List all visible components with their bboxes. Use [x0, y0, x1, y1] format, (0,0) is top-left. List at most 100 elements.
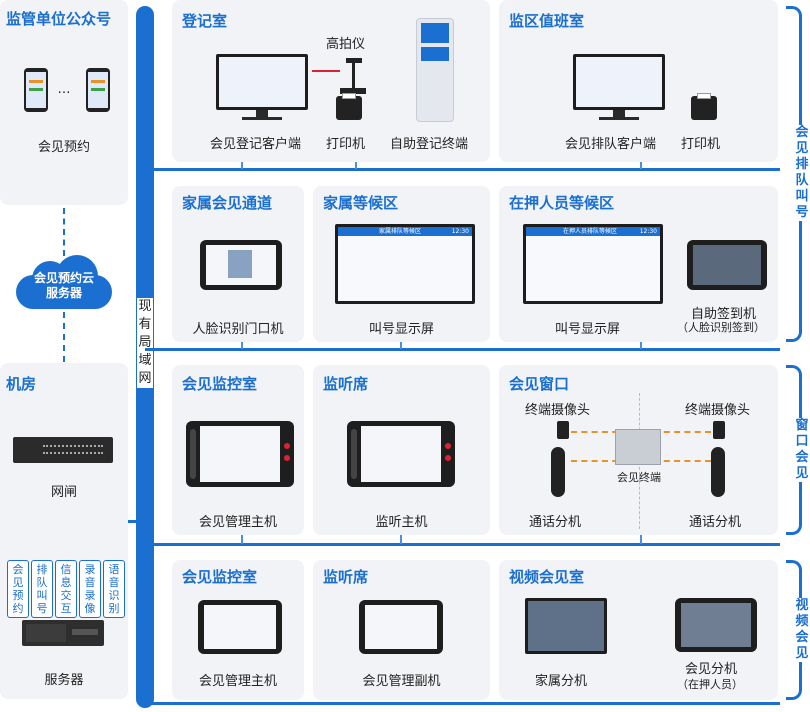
screen-time: 12:30 — [451, 228, 469, 235]
doc-camera-icon — [340, 58, 366, 94]
service-box: 录音录像 — [79, 560, 101, 618]
monitor-icon — [216, 54, 308, 110]
service-box: 语音识别 — [103, 560, 125, 618]
video-room-title: 视频会见室 — [509, 568, 585, 586]
video-monitor-title: 会见监控室 — [182, 568, 258, 586]
phone-left-label: 通话分机 — [529, 515, 582, 530]
family-channel-title: 家属会见通道 — [182, 194, 273, 212]
gateway-icon — [13, 437, 113, 463]
server-icon — [22, 620, 104, 646]
face-terminal-icon — [200, 240, 282, 290]
video-room-panel: 视频会见室 家属分机 会见分机 （在押人员） — [499, 560, 778, 700]
listening-title: 监听席 — [323, 375, 369, 393]
dashed-link — [63, 208, 65, 256]
phone-icon — [24, 68, 48, 112]
meeting-window-title: 会见窗口 — [509, 375, 570, 393]
printer-icon — [691, 93, 717, 120]
wechat-title: 监管单位公众号 — [6, 10, 112, 28]
inmate-terminal-label: 会见分机 — [685, 662, 738, 677]
reg-client-label: 会见登记客户端 — [210, 137, 302, 152]
listening-host-label: 监听主机 — [375, 515, 428, 530]
screen-time: 12:30 — [639, 228, 657, 235]
kiosk-icon — [416, 18, 454, 122]
printer-icon — [336, 93, 362, 120]
video-host-label: 会见管理主机 — [198, 674, 277, 689]
video-monitor-panel: 会见监控室 会见管理主机 — [172, 560, 304, 700]
duty-client-label: 会见排队客户端 — [565, 137, 657, 152]
checkin-kiosk-icon — [687, 240, 767, 290]
reg-kiosk-label: 自助登记终端 — [390, 137, 469, 152]
family-terminal-label: 家属分机 — [535, 674, 588, 689]
listening-host-icon — [347, 421, 455, 487]
bus-line — [145, 348, 780, 351]
screen-title: 在押人员排队等候区 — [563, 228, 618, 235]
phone-handset-icon — [711, 447, 725, 497]
face-terminal-label: 人脸识别门口机 — [192, 322, 284, 337]
video-sub-host-icon — [359, 600, 443, 654]
monitor-icon — [573, 54, 665, 110]
group-label: 视频会见 — [794, 598, 810, 662]
inmate-terminal-icon — [675, 598, 757, 652]
inmate-terminal-sub: （在押人员） — [677, 678, 743, 691]
duty-room-panel: 监区值班室 会见排队客户端 打印机 — [499, 0, 778, 162]
server-label: 服务器 — [44, 673, 84, 688]
family-call-screen-label: 叫号显示屏 — [368, 322, 434, 337]
monitor-room-panel: 会见监控室 会见管理主机 — [172, 365, 304, 535]
family-wait-panel: 家属等候区 家属排队等候区 12:30 叫号显示屏 — [313, 186, 490, 342]
family-wait-title: 家属等候区 — [323, 194, 399, 212]
wechat-panel: 监管单位公众号 … 会见预约 — [0, 0, 128, 205]
family-terminal-icon — [525, 598, 607, 654]
camera-left-label: 终端摄像头 — [525, 403, 591, 418]
video-listen-panel: 监听席 会见管理副机 — [313, 560, 490, 700]
inmate-call-screen-label: 叫号显示屏 — [555, 322, 621, 337]
screen-title: 家属排队等候区 — [379, 228, 422, 235]
video-sub-host-label: 会见管理副机 — [362, 674, 441, 689]
call-screen-icon: 家属排队等候区 12:30 — [335, 224, 475, 304]
reg-printer-label: 打印机 — [326, 137, 366, 152]
group-label: 会见排队叫号 — [794, 125, 810, 221]
inmate-wait-title: 在押人员等候区 — [509, 194, 615, 212]
service-box: 会见预约 — [7, 560, 29, 618]
inmate-wait-panel: 在押人员等候区 在押人员排队等候区 12:30 叫号显示屏 自助签到机 （人脸识… — [499, 186, 778, 342]
phone-handset-icon — [551, 447, 565, 497]
camera-icon — [713, 421, 725, 439]
checkin-kiosk-label: 自助签到机 — [691, 307, 757, 322]
duty-printer-label: 打印机 — [681, 137, 721, 152]
camera-icon — [557, 421, 569, 439]
bus-line — [145, 168, 780, 171]
phone-icon — [86, 68, 110, 112]
bus-link — [128, 520, 140, 523]
machine-room-title: 机房 — [6, 375, 37, 393]
meeting-terminal-label: 会见终端 — [617, 471, 661, 484]
wechat-label: 会见预约 — [37, 140, 90, 155]
bus-line — [145, 543, 780, 546]
machine-room-panel: 机房 网闸 会见预约 排队叫号 信息交互 录音录像 语音识别 服务器 — [0, 363, 128, 699]
cloud-icon: 会见预约云服务器 — [16, 255, 112, 309]
bus-line — [145, 702, 780, 705]
monitor-room-title: 会见监控室 — [182, 375, 258, 393]
registration-room-panel: 登记室 高拍仪 会见登记客户端 打印机 自助登记终端 — [172, 0, 490, 162]
dashed-link — [63, 312, 65, 362]
meeting-window-panel: 会见窗口 终端摄像头 终端摄像头 会见终端 通话分机 通话分机 — [499, 365, 778, 535]
listening-panel: 监听席 监听主机 — [313, 365, 490, 535]
registration-room-title: 登记室 — [182, 12, 228, 30]
management-host-label: 会见管理主机 — [198, 515, 277, 530]
phones-gap: … — [57, 82, 71, 97]
gateway-label: 网闸 — [50, 485, 77, 500]
management-host-icon — [186, 421, 294, 487]
meeting-terminal-icon — [615, 429, 661, 465]
doc-camera-label: 高拍仪 — [326, 37, 366, 52]
family-channel-panel: 家属会见通道 人脸识别门口机 — [172, 186, 304, 342]
service-box: 排队叫号 — [31, 560, 53, 618]
video-host-icon — [198, 600, 282, 654]
service-box: 信息交互 — [55, 560, 77, 618]
lan-label: 现有局域网 — [137, 298, 153, 388]
group-label: 窗口会见 — [794, 418, 810, 482]
duty-room-title: 监区值班室 — [509, 12, 585, 30]
video-listen-title: 监听席 — [323, 568, 369, 586]
phone-right-label: 通话分机 — [689, 515, 742, 530]
checkin-kiosk-sub: （人脸识别签到） — [677, 321, 765, 334]
call-screen-icon: 在押人员排队等候区 12:30 — [523, 224, 663, 304]
camera-right-label: 终端摄像头 — [685, 403, 751, 418]
cloud-label: 会见预约云服务器 — [33, 271, 94, 300]
